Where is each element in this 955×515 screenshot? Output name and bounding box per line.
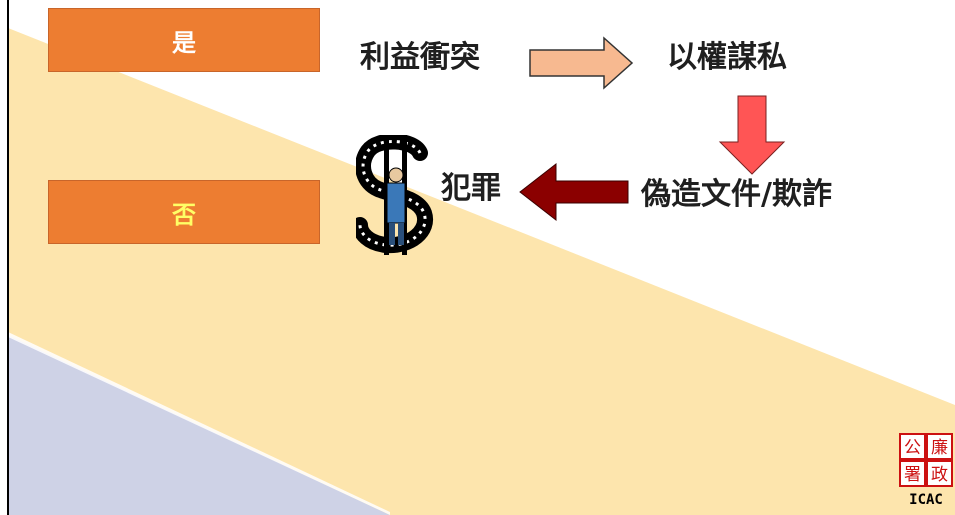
icac-logo: 公 廉 署 政 ICAC (899, 433, 953, 507)
arrow-left-icon (519, 162, 629, 222)
arrow-down-icon (718, 95, 786, 175)
arrow-right-icon (529, 36, 634, 90)
yes-label: 是 (172, 28, 196, 57)
conflict-of-interest-label: 利益衝突 (360, 40, 480, 75)
yes-box: 是 (48, 8, 320, 72)
yellow-band (8, 28, 955, 515)
logo-acronym: ICAC (909, 492, 943, 507)
left-border (7, 0, 9, 515)
band-divider (8, 332, 390, 515)
no-box: 否 (48, 180, 320, 244)
forgery-fraud-label: 偽造文件/欺詐 (641, 177, 832, 212)
logo-char-3: 署 (904, 465, 921, 485)
logo-char-4: 政 (931, 465, 948, 485)
no-label: 否 (172, 200, 196, 229)
logo-char-1: 公 (904, 438, 921, 458)
crime-label: 犯罪 (441, 171, 501, 206)
dollar-jail-clipart-icon (356, 135, 434, 255)
logo-char-2: 廉 (931, 438, 948, 458)
abuse-of-power-label: 以權謀私 (667, 40, 787, 75)
